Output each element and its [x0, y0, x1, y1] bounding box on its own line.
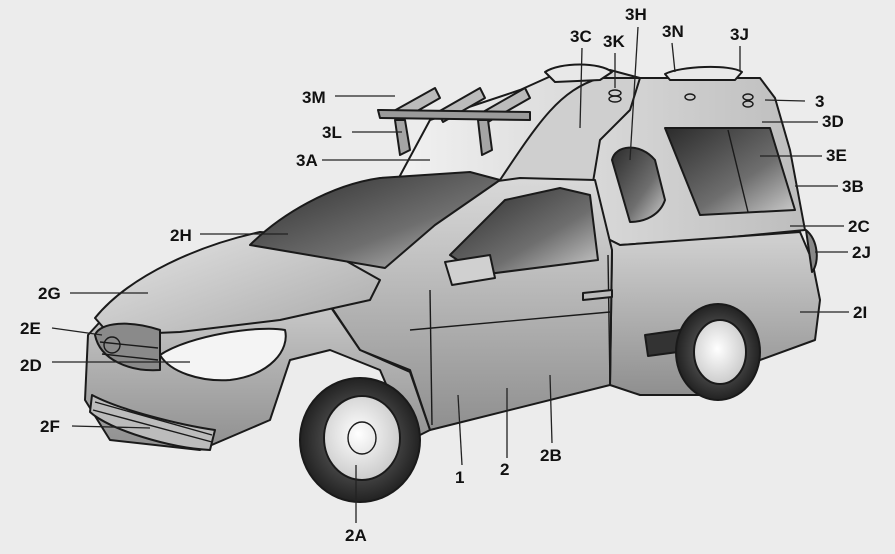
- callout-label-3e: 3E: [826, 146, 847, 165]
- callout-label-3n: 3N: [662, 22, 684, 41]
- callout-label-3h: 3H: [625, 5, 647, 24]
- callout-label-3j: 3J: [730, 25, 749, 44]
- callout-label-2g: 2G: [38, 284, 61, 303]
- callout-label-3l: 3L: [322, 123, 342, 142]
- callout-label-3c: 3C: [570, 27, 592, 46]
- leader-line-3h: [629, 26, 639, 161]
- leader-line-3n: [671, 42, 676, 73]
- callout-label-2c: 2C: [848, 217, 870, 236]
- callout-label-2a: 2A: [345, 526, 367, 545]
- callout-label-3k: 3K: [603, 32, 625, 51]
- leader-line-3c: [579, 47, 583, 129]
- callout-labels: 3H 3C 3K 3N 3J 3M 33D 3L 3E 3A 3B 2H 2C 2J 2G 2I 2E 2D 2F 1…: [20, 5, 871, 545]
- car-body: [84, 171, 821, 451]
- leader-line-2f: [71, 425, 151, 429]
- callout-label-2j: 2J: [852, 243, 871, 262]
- callout-label-2f: 2F: [40, 417, 60, 436]
- callout-label-1: 1: [455, 468, 464, 487]
- callout-label-3b: 3B: [842, 177, 864, 196]
- leader-line-1: [457, 394, 463, 466]
- leader-line-2b: [549, 374, 553, 444]
- callout-label-2h: 2H: [170, 226, 192, 245]
- leader-lines: [51, 26, 849, 523]
- callout-label-2b: 2B: [540, 446, 562, 465]
- roof-rack: [377, 87, 531, 156]
- callout-label-2d: 2D: [20, 356, 42, 375]
- callout-label-3m: 3M: [302, 88, 326, 107]
- callout-label-2i: 2I: [853, 303, 867, 322]
- leader-line-3: [764, 99, 806, 102]
- callout-label-3d: 3D: [822, 112, 844, 131]
- callout-label-3: 3: [815, 92, 824, 111]
- front-wheel: [299, 377, 421, 503]
- callout-label-2: 2: [500, 460, 509, 479]
- callout-label-3a: 3A: [296, 151, 318, 170]
- rear-wheel: [675, 303, 761, 401]
- leader-line-2e: [51, 327, 103, 336]
- callout-label-2e: 2E: [20, 319, 41, 338]
